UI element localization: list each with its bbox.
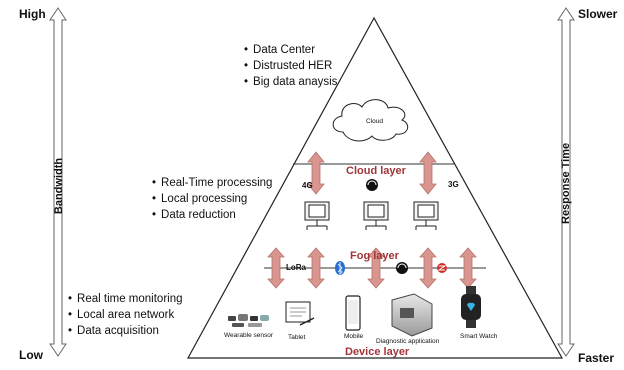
response-slower-label: Slower (578, 7, 618, 21)
fog-bullet: Real-Time processing (152, 175, 272, 191)
arrow-fog-device-1 (267, 247, 285, 289)
device-caption-smartwatch: Smart Watch (460, 333, 498, 340)
fog-layer-title: Fog layer (350, 250, 399, 262)
cloud-layer-title: Cloud layer (346, 165, 406, 177)
arrow-fog-device-4 (419, 247, 437, 289)
bluetooth-icon (335, 261, 345, 275)
device-caption-tablet: Tablet (288, 334, 306, 341)
fog-bullets: Real-Time processing Local processing Da… (152, 175, 272, 223)
device-bullet: Real time monitoring (68, 291, 182, 307)
response-time-arrow (557, 7, 575, 357)
nfc-icon (396, 262, 408, 274)
response-faster-label: Faster (578, 351, 615, 365)
bandwidth-axis-title: Bandwidth (53, 157, 65, 215)
device-caption-mobile: Mobile (344, 333, 364, 340)
wifi-icon-cloud (366, 179, 378, 191)
device-bullet: Local area network (68, 307, 183, 323)
zigbee-icon (437, 263, 447, 273)
fog-computer-2 (363, 201, 389, 230)
cloud-shape (332, 99, 409, 142)
tablet-image (285, 301, 315, 326)
fog-computer-3 (413, 201, 439, 230)
bandwidth-low-label: Low (19, 348, 43, 362)
4g-label: 4G (302, 181, 313, 190)
3g-label: 3G (448, 180, 459, 189)
smart-watch-image (461, 286, 481, 328)
cloud-bullets: Data Center Distrusted HER Big data anay… (244, 42, 337, 90)
arrow-fog-device-3 (367, 247, 385, 289)
fog-bullet: Data reduction (152, 207, 272, 223)
arrow-fog-device-2 (307, 247, 325, 289)
pyramid-outline (186, 16, 564, 359)
device-caption-wearable: Wearable sensor (224, 332, 274, 339)
cloud-bullet: Distrusted HER (244, 58, 337, 74)
mobile-image (345, 295, 361, 331)
bandwidth-high-label: High (19, 7, 46, 21)
device-bullets: Real time monitoring Local area network … (68, 291, 183, 339)
response-time-axis-title: Response Time (560, 142, 572, 224)
wearable-sensor-image (228, 314, 269, 327)
diagnostic-device-image (391, 293, 433, 337)
arrow-cloud-fog-right (419, 151, 437, 195)
fog-computer-1 (304, 201, 330, 230)
device-bullet: Data acquisition (68, 323, 183, 339)
cloud-label: Cloud (366, 118, 383, 125)
device-caption-diagnostic: Diagnostic application (376, 338, 440, 345)
arrow-cloud-fog-left (307, 151, 325, 195)
lora-label: LoRa (286, 263, 306, 272)
bandwidth-arrow (49, 7, 67, 357)
fog-bullet: Local processing (152, 191, 272, 207)
device-layer-title: Device layer (345, 346, 410, 358)
cloud-bullet: Big data anaysis (244, 74, 337, 90)
cloud-bullet: Data Center (244, 42, 337, 58)
